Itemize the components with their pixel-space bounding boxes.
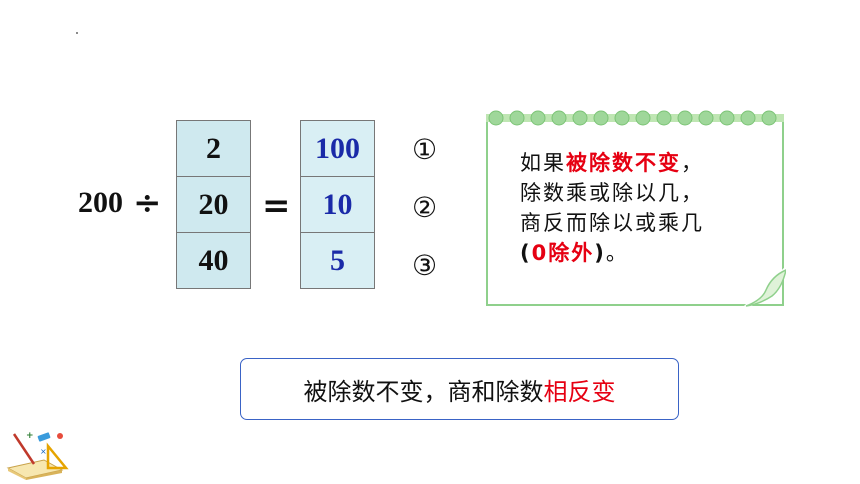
- svg-text:×: ×: [40, 447, 47, 456]
- circled-number-markers: ① ② ③: [412, 120, 437, 294]
- quotient-cell: 5: [300, 232, 375, 289]
- divisor-cell: 2: [176, 120, 251, 177]
- divisor-cell: 40: [176, 232, 251, 289]
- equals-sign: =: [262, 186, 291, 226]
- note-line-3: 商反而除以或乘几: [520, 211, 704, 235]
- marker-1: ①: [412, 132, 438, 166]
- note-scallop-border-icon: [486, 110, 784, 126]
- marker-3: ③: [412, 248, 438, 282]
- quotient-cell: 10: [300, 176, 375, 233]
- dividend: 200: [78, 186, 123, 219]
- note-highlight-dividend: 被除数不变: [566, 151, 681, 175]
- rule-note-text: 如果被除数不变， 除数乘或除以几， 商反而除以或乘几 (0除外)。: [520, 148, 780, 268]
- summary-highlight: 相反变: [543, 377, 616, 406]
- note-line-4: (0除外)。: [520, 241, 629, 265]
- note-line-1: 如果被除数不变，: [520, 151, 704, 175]
- note-highlight-exception: 0除外: [531, 241, 595, 265]
- page-curl-icon: [744, 266, 786, 307]
- math-tools-icon: + ×: [6, 431, 69, 480]
- summary-box: 被除数不变，商和除数相反变: [240, 358, 679, 420]
- marker-2: ②: [412, 190, 438, 224]
- note-line-2: 除数乘或除以几，: [520, 181, 704, 205]
- divisor-column: 2 20 40: [176, 120, 251, 289]
- rule-note-card: [486, 118, 784, 306]
- svg-text:+: +: [26, 431, 34, 441]
- divide-sign: ÷: [133, 183, 162, 223]
- divisor-cell: 20: [176, 176, 251, 233]
- quotient-column: 100 10 5: [300, 120, 375, 289]
- quotient-cell: 100: [300, 120, 375, 177]
- stray-dot: [76, 32, 78, 34]
- summary-text: 被除数不变，商和除数: [303, 377, 544, 406]
